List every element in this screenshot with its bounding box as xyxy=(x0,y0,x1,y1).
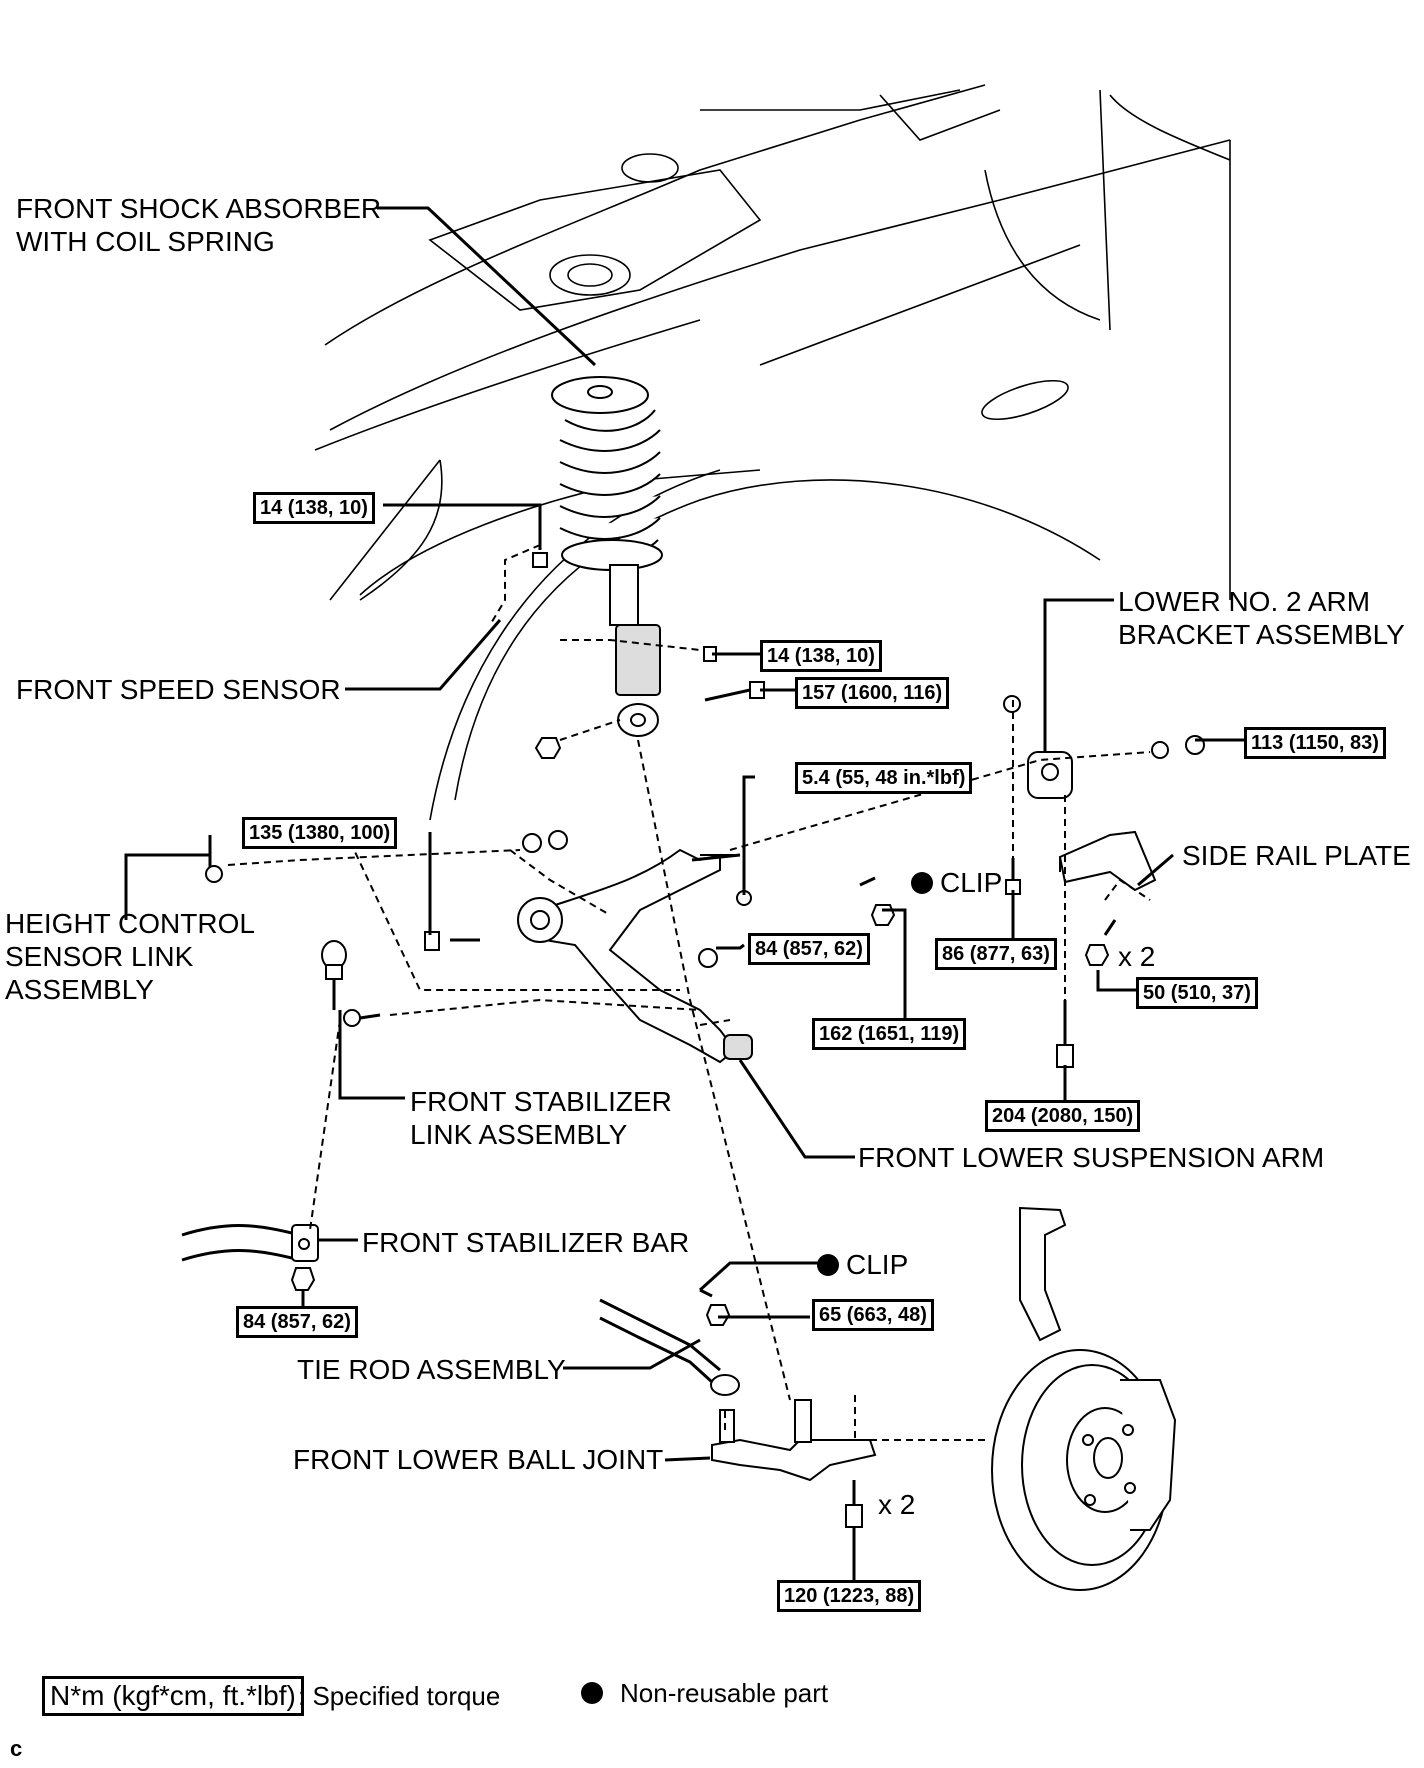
non-reusable-icon xyxy=(581,1682,603,1704)
torque-box: 113 (1150, 83) xyxy=(1244,727,1386,759)
torque-box: 204 (2080, 150) xyxy=(985,1100,1141,1132)
non-reusable-markers xyxy=(581,872,933,1704)
label-lower-suspension-arm: FRONT LOWER SUSPENSION ARM xyxy=(858,1142,1325,1173)
label-shock-absorber: FRONT SHOCK ABSORBER WITH COIL SPRING xyxy=(16,193,382,257)
label-clip-2: CLIP xyxy=(846,1249,909,1280)
torque-box: 157 (1600, 116) xyxy=(795,677,950,709)
torque-box: 84 (857, 62) xyxy=(748,933,870,965)
label-x2-side-rail: x 2 xyxy=(1118,941,1156,972)
label-stabilizer-bar: FRONT STABILIZER BAR xyxy=(362,1227,690,1258)
legend-torque-box: N*m (kgf*cm, ft.*lbf) xyxy=(42,1676,304,1716)
label-clip-1: CLIP xyxy=(940,867,1003,898)
label-speed-sensor: FRONT SPEED SENSOR xyxy=(16,674,341,705)
torque-box: 135 (1380, 100) xyxy=(242,817,398,849)
torque-box: 162 (1651, 119) xyxy=(812,1018,967,1050)
lower-arm-drawing xyxy=(517,848,753,1064)
torque-box: 14 (138, 10) xyxy=(253,492,375,524)
corner-mark: c xyxy=(10,1736,23,1761)
legend-nonreusable-desc: Non-reusable part xyxy=(620,1678,829,1708)
label-x2-ball-joint: x 2 xyxy=(878,1489,916,1520)
stabilizer-drawing xyxy=(181,835,381,1291)
vehicle-body-outline xyxy=(314,84,1231,821)
label-height-control-sensor-link: HEIGHT CONTROL SENSOR LINK ASSEMBLY xyxy=(5,908,255,1005)
torque-box: 14 (138, 10) xyxy=(760,640,882,672)
torque-box: 5.4 (55, 48 in.*lbf) xyxy=(795,762,973,794)
torque-box: 120 (1223, 88) xyxy=(777,1580,922,1612)
torque-box: 65 (663, 48) xyxy=(812,1299,934,1331)
non-reusable-icon xyxy=(911,872,933,894)
torque-box: 50 (510, 37) xyxy=(1136,977,1258,1009)
knuckle-drawing xyxy=(991,1206,1177,1591)
label-lower-ball-joint: FRONT LOWER BALL JOINT xyxy=(293,1444,664,1475)
non-reusable-icon xyxy=(817,1254,839,1276)
label-tie-rod: TIE ROD ASSEMBLY xyxy=(297,1354,566,1385)
label-side-rail-plate: SIDE RAIL PLATE xyxy=(1182,840,1411,871)
shock-absorber-drawing xyxy=(551,376,663,737)
bracket-drawing xyxy=(1027,751,1157,892)
dashed-guides xyxy=(227,544,1151,1441)
torque-box: 86 (877, 63) xyxy=(935,938,1057,970)
leader-lines xyxy=(124,206,1244,1580)
torque-box: 84 (857, 62) xyxy=(236,1306,358,1338)
tie-rod-drawing xyxy=(599,1298,877,1482)
fasteners-drawing xyxy=(424,552,1205,1528)
label-stabilizer-link: FRONT STABILIZER LINK ASSEMBLY xyxy=(410,1086,672,1150)
label-lower-no2-arm-bracket: LOWER NO. 2 ARM BRACKET ASSEMBLY xyxy=(1118,586,1405,650)
legend-torque-desc: : Specified torque xyxy=(298,1681,501,1711)
